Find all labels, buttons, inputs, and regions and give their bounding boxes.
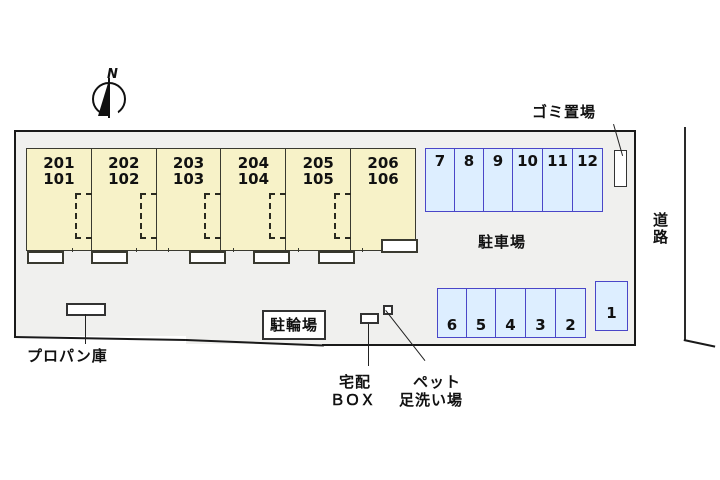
stall-number: 9: [492, 152, 504, 170]
stall-number: 3: [535, 316, 546, 334]
unit-lower-number: 103: [172, 170, 205, 188]
unit-lower-number: 105: [302, 170, 334, 188]
unit-divider-tick: [136, 248, 137, 252]
stair-dashed-icon: [139, 193, 157, 239]
stair-dashed-icon: [334, 193, 352, 239]
site-boundary-top: [14, 130, 636, 132]
parking-stall-11[interactable]: 11: [542, 148, 573, 212]
unit-upper-number: 201: [43, 154, 75, 172]
unit-upper-number: 205: [302, 154, 334, 172]
road-label: 道路: [651, 212, 669, 246]
propane-leader-line: [85, 314, 86, 344]
garbage-storage-label: ゴミ置場: [532, 103, 597, 121]
unit-entrance-206: [381, 239, 418, 253]
delivery-box-label-line2: ＢＯＸ: [330, 391, 376, 409]
compass-north-label: N: [107, 67, 118, 82]
parking-stall-10[interactable]: 10: [512, 148, 543, 212]
parking-stall-8[interactable]: 8: [454, 148, 484, 212]
unit-label: 201 101: [27, 155, 91, 187]
bicycle-parking-label[interactable]: 駐輪場: [262, 310, 327, 340]
pet-wash-label-line1: ペット: [413, 373, 462, 391]
parking-row-top: 7 8 9 10 11 12: [425, 148, 603, 212]
site-boundary-right: [634, 130, 636, 345]
stall-number: 7: [434, 152, 446, 170]
parking-stall-12[interactable]: 12: [572, 148, 603, 212]
propane-storage-mark[interactable]: [66, 303, 106, 316]
parking-stall-4[interactable]: 4: [495, 288, 526, 338]
parking-area-label: 駐車場: [478, 233, 527, 251]
unit-lower-number: 106: [367, 170, 399, 188]
delivery-box-leader-line: [368, 324, 369, 366]
delivery-box-mark[interactable]: [360, 313, 379, 324]
parking-stall-3[interactable]: 3: [525, 288, 556, 338]
unit-204-104[interactable]: 204 104: [221, 149, 287, 250]
unit-entrance-201: [27, 251, 64, 264]
stall-number: 2: [565, 316, 576, 334]
unit-upper-number: 204: [237, 154, 270, 172]
parking-stall-6[interactable]: 6: [437, 288, 467, 338]
parking-stall-5[interactable]: 5: [466, 288, 496, 338]
parking-stall-2[interactable]: 2: [555, 288, 586, 338]
stall-number: 6: [446, 316, 458, 334]
unit-entrance-203: [189, 251, 226, 264]
road-boundary-corner: [683, 339, 716, 348]
unit-label: 205 105: [286, 155, 350, 187]
delivery-box-label-line1: 宅配: [339, 373, 372, 391]
compass-needle-axis-icon: [108, 78, 110, 118]
unit-entrance-202: [91, 251, 128, 264]
garbage-storage-mark[interactable]: [614, 150, 627, 187]
unit-206-106[interactable]: 206 106: [351, 149, 415, 250]
parking-stall-1[interactable]: 1: [595, 281, 628, 331]
unit-203-103[interactable]: 203 103: [157, 149, 222, 250]
stall-number: 12: [577, 152, 598, 170]
unit-divider-tick: [362, 248, 363, 252]
unit-label: 204 104: [221, 155, 285, 187]
compass-needle-light-icon: [109, 80, 119, 116]
site-boundary-bottom-left: [13, 336, 186, 342]
unit-205-105[interactable]: 205 105: [286, 149, 352, 250]
unit-201-101[interactable]: 201 101: [27, 149, 92, 250]
stall-number: 10: [517, 152, 538, 170]
unit-divider-tick: [72, 248, 73, 252]
parking-row-bottom: 6 5 4 3 2: [437, 288, 586, 338]
unit-upper-number: 203: [172, 154, 205, 172]
unit-lower-number: 101: [43, 170, 75, 188]
unit-label: 206 106: [351, 155, 415, 187]
unit-202-102[interactable]: 202 102: [92, 149, 157, 250]
stall-number: 5: [475, 316, 487, 334]
stair-dashed-icon: [269, 193, 287, 239]
propane-storage-label: プロパン庫: [27, 347, 108, 365]
parking-stall-7[interactable]: 7: [425, 148, 455, 212]
stall-number: 8: [463, 152, 475, 170]
parking-stall-9[interactable]: 9: [483, 148, 513, 212]
unit-divider-tick: [298, 248, 299, 252]
road-boundary-line: [684, 127, 686, 340]
compass-rose: N: [88, 67, 130, 122]
compass-needle-dark-icon: [98, 80, 109, 116]
stall-number: 1: [606, 304, 617, 322]
pet-wash-label-line2: 足洗い場: [399, 391, 464, 409]
unit-lower-number: 102: [108, 170, 140, 188]
unit-divider-tick: [233, 248, 234, 252]
stair-dashed-icon: [204, 193, 222, 239]
unit-upper-number: 202: [108, 154, 140, 172]
stair-dashed-icon: [74, 193, 92, 239]
unit-label: 202 102: [92, 155, 156, 187]
site-area-fill-lower-left: [16, 328, 188, 336]
stall-number: 4: [505, 316, 516, 334]
site-boundary-bottom-right: [322, 344, 636, 346]
stall-number: 11: [547, 152, 568, 170]
site-boundary-left: [14, 130, 16, 337]
unit-divider-tick: [168, 248, 169, 252]
unit-label: 203 103: [157, 155, 221, 187]
apartment-building: 201 101 202 102 203 103 204 104: [26, 148, 416, 251]
unit-upper-number: 206: [367, 154, 399, 172]
unit-entrance-204: [253, 251, 290, 264]
unit-entrance-205: [318, 251, 355, 264]
unit-lower-number: 104: [237, 170, 270, 188]
